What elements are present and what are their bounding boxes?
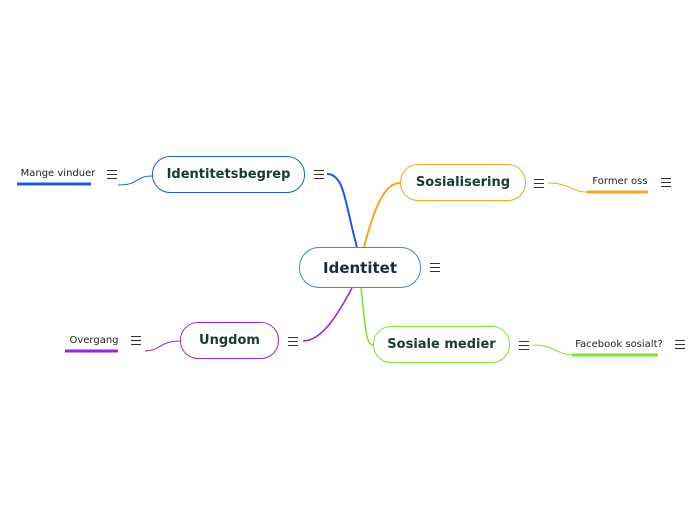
hamburger-menu-icon[interactable] <box>534 179 544 188</box>
connector-ungdom <box>302 287 353 342</box>
branch-label: Sosiale medier <box>387 337 496 352</box>
leaf-node-mange-vinduer[interactable]: Mange vinduer <box>17 168 99 179</box>
branch-node-sosiale-medier[interactable]: Sosiale medier <box>373 326 510 363</box>
root-node[interactable]: Identitet <box>299 247 421 288</box>
leaf-label: Overgang <box>69 335 119 346</box>
connector-mange-vinduer <box>117 175 153 186</box>
hamburger-menu-icon[interactable] <box>107 170 117 179</box>
hamburger-menu-icon[interactable] <box>314 170 324 179</box>
leaf-node-former-oss[interactable]: Former oss <box>587 176 653 187</box>
leaf-node-facebook-sosialt[interactable]: Facebook sosialt? <box>572 339 666 350</box>
connector-sosiale-medier <box>360 287 374 346</box>
connector-facebook-sosialt <box>532 344 576 356</box>
leaf-label: Former oss <box>592 176 648 187</box>
root-node-label: Identitet <box>323 258 397 277</box>
leaf-label: Facebook sosialt? <box>575 339 663 350</box>
branch-node-sosialisering[interactable]: Sosialisering <box>400 164 526 201</box>
hamburger-menu-icon[interactable] <box>675 340 685 349</box>
leaf-label: Mange vinduer <box>20 168 96 179</box>
branch-node-identitetsbegrep[interactable]: Identitetsbegrep <box>152 156 305 193</box>
connector-sosialisering <box>363 182 401 248</box>
connector-identitetsbegrep <box>326 173 358 248</box>
connector-overgang <box>144 340 181 352</box>
branch-node-ungdom[interactable]: Ungdom <box>180 322 279 359</box>
hamburger-menu-icon[interactable] <box>519 341 529 350</box>
hamburger-menu-icon[interactable] <box>661 178 671 187</box>
branch-label: Identitetsbegrep <box>166 167 291 182</box>
branch-label: Sosialisering <box>415 175 511 190</box>
connector-former-oss <box>547 182 589 193</box>
hamburger-menu-icon[interactable] <box>288 337 298 346</box>
leaf-node-overgang[interactable]: Overgang <box>65 335 123 346</box>
hamburger-menu-icon[interactable] <box>131 336 141 345</box>
branch-label: Ungdom <box>199 333 260 348</box>
hamburger-menu-icon[interactable] <box>430 263 440 272</box>
